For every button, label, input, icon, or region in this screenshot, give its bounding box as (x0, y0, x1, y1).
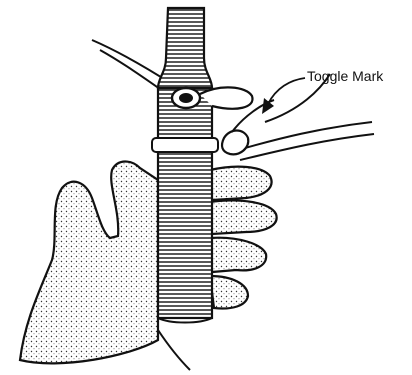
hand (20, 162, 277, 371)
callout-arrow (262, 78, 305, 114)
rope-tip (158, 8, 212, 88)
toggle-mark-label: Toggle Mark (307, 68, 383, 84)
wrapped-coil (152, 88, 218, 323)
